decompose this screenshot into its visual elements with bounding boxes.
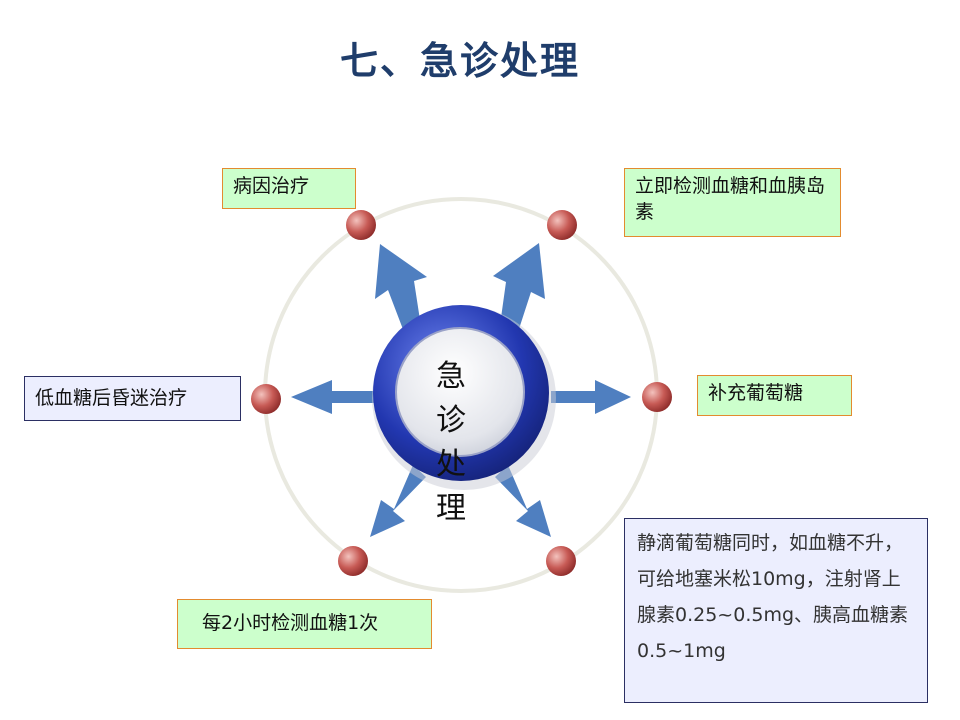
dot-left [251,384,281,414]
center-label-line2: 处 理 [436,447,476,526]
dot-bottom-right [546,546,576,576]
node-dots [251,210,672,576]
arrow-up-right [493,243,545,332]
dot-bottom-left [338,546,368,576]
center-label-line1: 急 诊 [436,359,476,438]
center-hub [372,305,556,490]
arrows [291,243,631,537]
node-check-glucose-insulin: 立即检测血糖和血胰岛素 [624,168,841,237]
arrow-down-right [495,465,551,537]
node-glucose-supplement: 补充葡萄糖 [697,375,852,416]
dot-top-right [547,210,577,240]
dot-top-left [346,210,376,240]
node-monitor-glucose: 每2小时检测血糖1次 [177,599,432,649]
node-medication-note: 静滴葡萄糖同时，如血糖不升，可给地塞米松10mg，注射肾上腺素0.25~0.5m… [624,518,928,703]
center-label: 急 诊 处 理 [402,355,502,531]
arrow-down-left [370,465,426,537]
hub-inner-disc [395,327,525,457]
arrow-up-left [375,244,427,332]
node-coma-treatment: 低血糖后昏迷治疗 [24,376,241,421]
dot-right [642,382,672,412]
page-title: 七、急诊处理 [339,39,580,83]
node-cause-treatment: 病因治疗 [222,168,356,209]
arrow-left [291,380,378,414]
arrow-right [551,380,631,414]
